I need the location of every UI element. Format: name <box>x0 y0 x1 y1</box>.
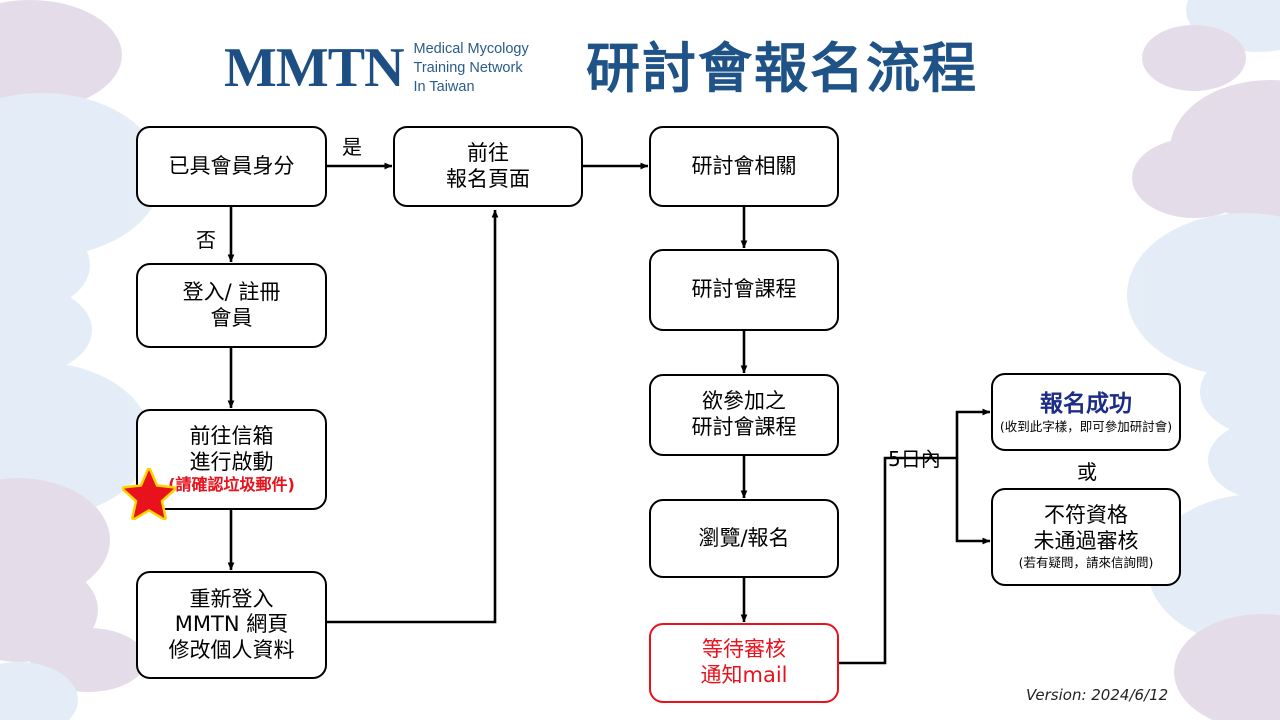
node-member-check[interactable]: 已具會員身分 <box>136 126 327 207</box>
logo-wordmark: MMTN <box>224 36 405 99</box>
node-browse-signup[interactable]: 瀏覽/報名 <box>649 499 839 578</box>
node-desired-course[interactable]: 欲參加之 研討會課程 <box>649 374 839 456</box>
node-rejected-line2: 未通過審核 <box>1033 528 1139 553</box>
node-register[interactable]: 登入/ 註冊 會員 <box>136 263 327 348</box>
edge-label-or: 或 <box>1077 460 1097 484</box>
node-rejected-note: (若有疑問，請來信詢問) <box>1018 555 1154 571</box>
node-seminar-course[interactable]: 研討會課程 <box>649 249 839 331</box>
node-goto-signup-line2: 報名頁面 <box>446 166 530 191</box>
wire-await-branch <box>837 456 957 665</box>
node-member-check-line1: 已具會員身分 <box>168 153 295 178</box>
node-register-line1: 登入/ 註冊 <box>182 279 281 304</box>
edge-label-within-5-days: 5日內 <box>888 447 941 471</box>
node-browse-signup-line1: 瀏覽/報名 <box>698 525 790 550</box>
node-activate-mail-line2: 進行啟動 <box>189 449 274 474</box>
node-success-title: 報名成功 <box>1040 390 1132 417</box>
node-success[interactable]: 報名成功 (收到此字樣，即可參加研討會) <box>991 373 1181 451</box>
wire-branch-success <box>955 408 991 458</box>
star-icon <box>122 468 176 520</box>
node-relogin-line1: 重新登入 <box>189 586 274 611</box>
mmtn-logo: MMTN Medical Mycology Training Network I… <box>224 38 529 97</box>
node-seminar-info[interactable]: 研討會相關 <box>649 126 839 207</box>
node-activate-mail-line1: 前往信箱 <box>189 424 274 449</box>
logo-tagline-line2: Training Network <box>413 60 523 77</box>
node-desired-course-line2: 研討會課程 <box>691 415 797 439</box>
version-label: Version: 2024/6/12 <box>1026 686 1169 704</box>
node-relogin-line2: MMTN 網頁 <box>174 612 289 637</box>
node-await-review[interactable]: 等待審核 通知mail <box>649 623 839 703</box>
node-await-review-line1: 等待審核 <box>702 637 786 662</box>
header: MMTN Medical Mycology Training Network I… <box>0 18 1280 104</box>
edge-label-no: 否 <box>196 228 216 252</box>
node-relogin-line3: 修改個人資料 <box>168 637 295 662</box>
logo-tagline: Medical Mycology Training Network In Tai… <box>414 38 529 97</box>
logo-tagline-line1: Medical Mycology <box>413 41 529 57</box>
node-goto-signup-line1: 前往 <box>467 140 509 165</box>
node-goto-signup[interactable]: 前往 報名頁面 <box>393 126 583 207</box>
node-await-review-line2: 通知mail <box>700 663 788 687</box>
wire-branch-rejected <box>955 458 991 545</box>
node-rejected-line1: 不符資格 <box>1044 503 1128 528</box>
page-title: 研討會報名流程 <box>586 37 978 100</box>
node-rejected[interactable]: 不符資格 未通過審核 (若有疑問，請來信詢問) <box>991 488 1181 586</box>
node-success-note: (收到此字樣，即可參加研討會) <box>999 418 1173 434</box>
logo-tagline-line3: In Taiwan <box>413 79 475 96</box>
node-seminar-info-line1: 研討會相關 <box>691 153 797 178</box>
edge-label-yes: 是 <box>342 135 362 159</box>
node-relogin[interactable]: 重新登入 MMTN 網頁 修改個人資料 <box>136 571 327 679</box>
wire-relogin-signup <box>327 209 499 624</box>
node-register-line2: 會員 <box>210 305 253 330</box>
node-activate-mail-note: (請確認垃圾郵件) <box>168 475 295 495</box>
node-desired-course-line1: 欲參加之 <box>702 389 786 414</box>
node-seminar-course-line1: 研討會課程 <box>691 277 797 302</box>
node-activate-mail[interactable]: 前往信箱 進行啟動 (請確認垃圾郵件) <box>136 409 327 510</box>
